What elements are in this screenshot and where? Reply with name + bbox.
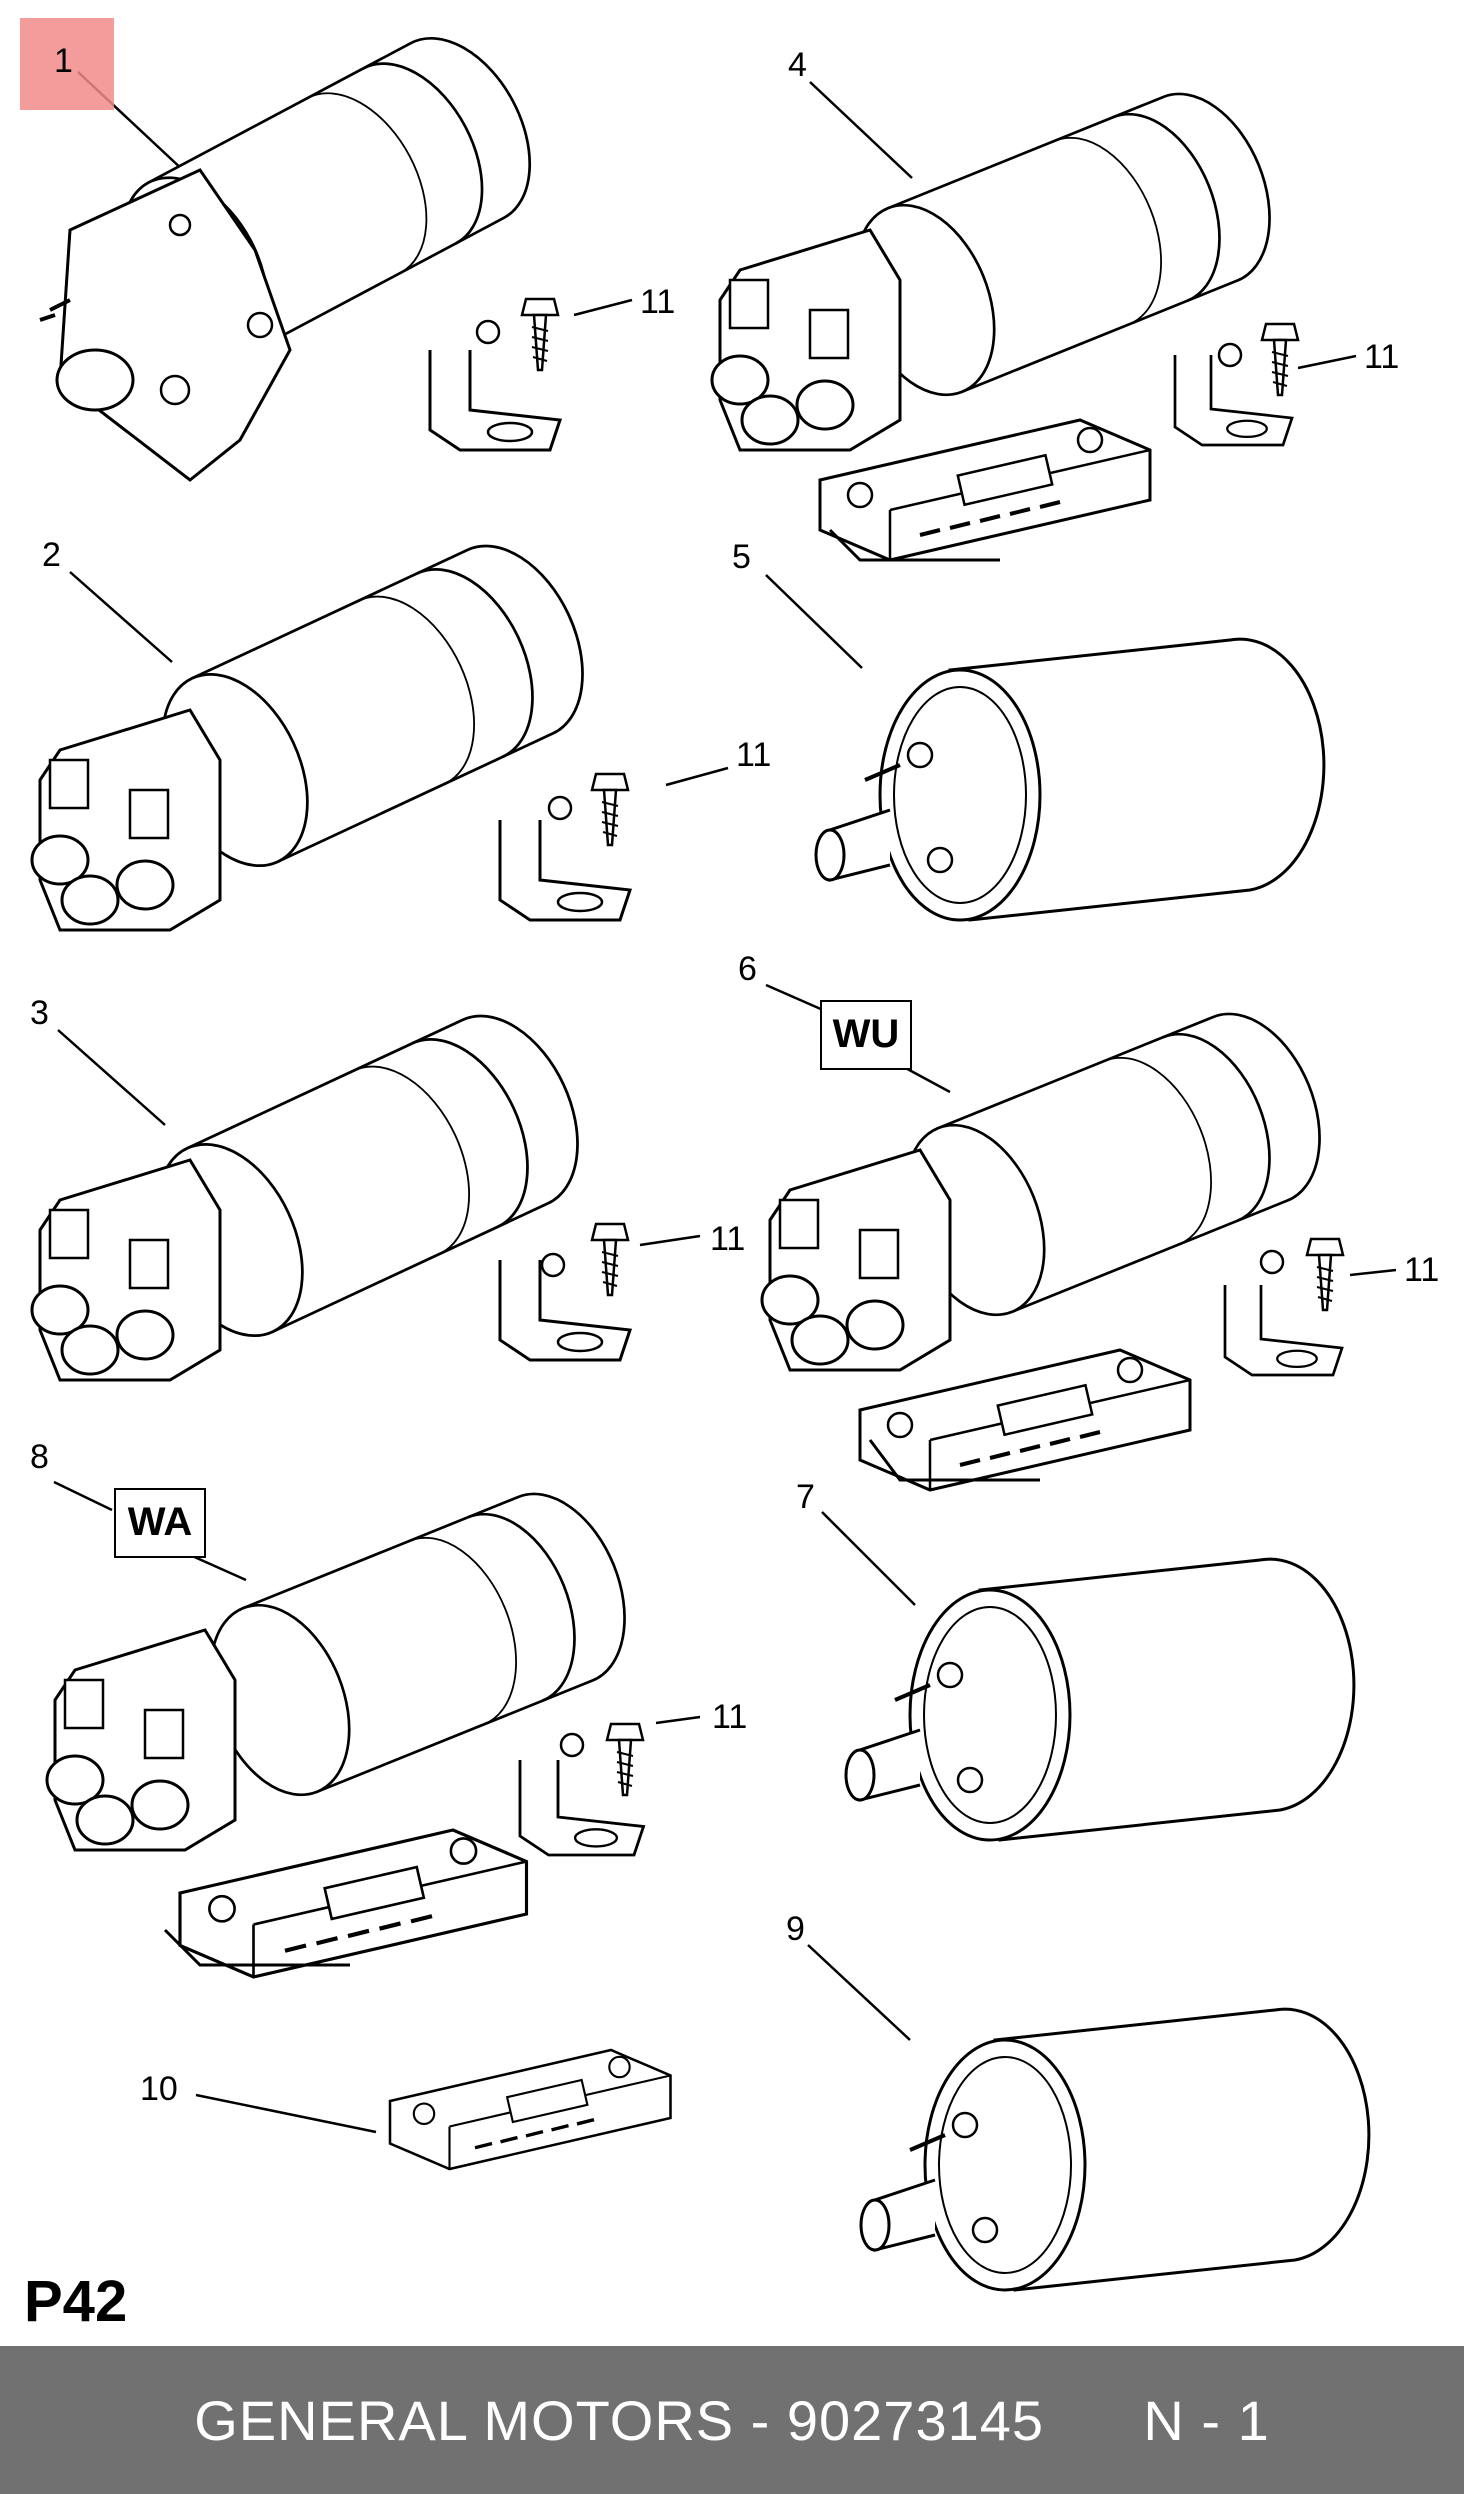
callout-11[interactable]: 11 — [640, 283, 676, 321]
part-4-coil-with-module — [710, 72, 1300, 562]
part-7-ignition-coil — [844, 1557, 1356, 1842]
leader-lines — [53, 71, 1397, 2134]
variant-code-wa: WA — [114, 1488, 206, 1558]
callout-5[interactable]: 5 — [732, 538, 751, 576]
callout-11[interactable]: 11 — [1404, 1251, 1440, 1289]
callout-8[interactable]: 8 — [30, 1438, 49, 1476]
callout-11[interactable]: 11 — [1364, 338, 1400, 376]
footer-quantity: N - 1 — [1143, 2388, 1270, 2452]
callout-7[interactable]: 7 — [796, 1478, 815, 1516]
part-1-ignition-coil — [39, 12, 562, 482]
part-5-ignition-coil — [814, 637, 1326, 922]
footer-bar: GENERAL MOTORS - 90273145 N - 1 — [0, 2346, 1464, 2494]
part-6-coil-with-module — [760, 992, 1348, 1492]
part-8-coil-with-module — [45, 1472, 653, 1977]
callout-4[interactable]: 4 — [788, 46, 807, 84]
callout-11[interactable]: 11 — [710, 1220, 746, 1258]
page-code: P42 — [24, 2269, 128, 2334]
callout-6[interactable]: 6 — [738, 950, 757, 988]
part-9-ignition-coil — [859, 2007, 1371, 2292]
callout-2[interactable]: 2 — [42, 536, 61, 574]
part-2-coil-pack — [30, 521, 632, 932]
variant-code-wu: WU — [820, 1000, 912, 1070]
footer-spacer — [1044, 2388, 1143, 2453]
callout-highlight — [20, 18, 114, 110]
callout-11[interactable]: 11 — [712, 1698, 748, 1736]
part-10-ignition-module — [388, 2048, 673, 2171]
callout-11[interactable]: 11 — [736, 736, 772, 774]
footer-part-number: GENERAL MOTORS - 90273145 — [194, 2388, 1045, 2452]
parts-diagram — [30, 12, 1397, 2292]
callout-10[interactable]: 10 — [140, 2070, 178, 2108]
callout-9[interactable]: 9 — [786, 1910, 805, 1948]
callout-1[interactable]: 1 — [54, 42, 73, 80]
callout-3[interactable]: 3 — [30, 994, 49, 1032]
part-3-coil-pack — [30, 991, 632, 1382]
